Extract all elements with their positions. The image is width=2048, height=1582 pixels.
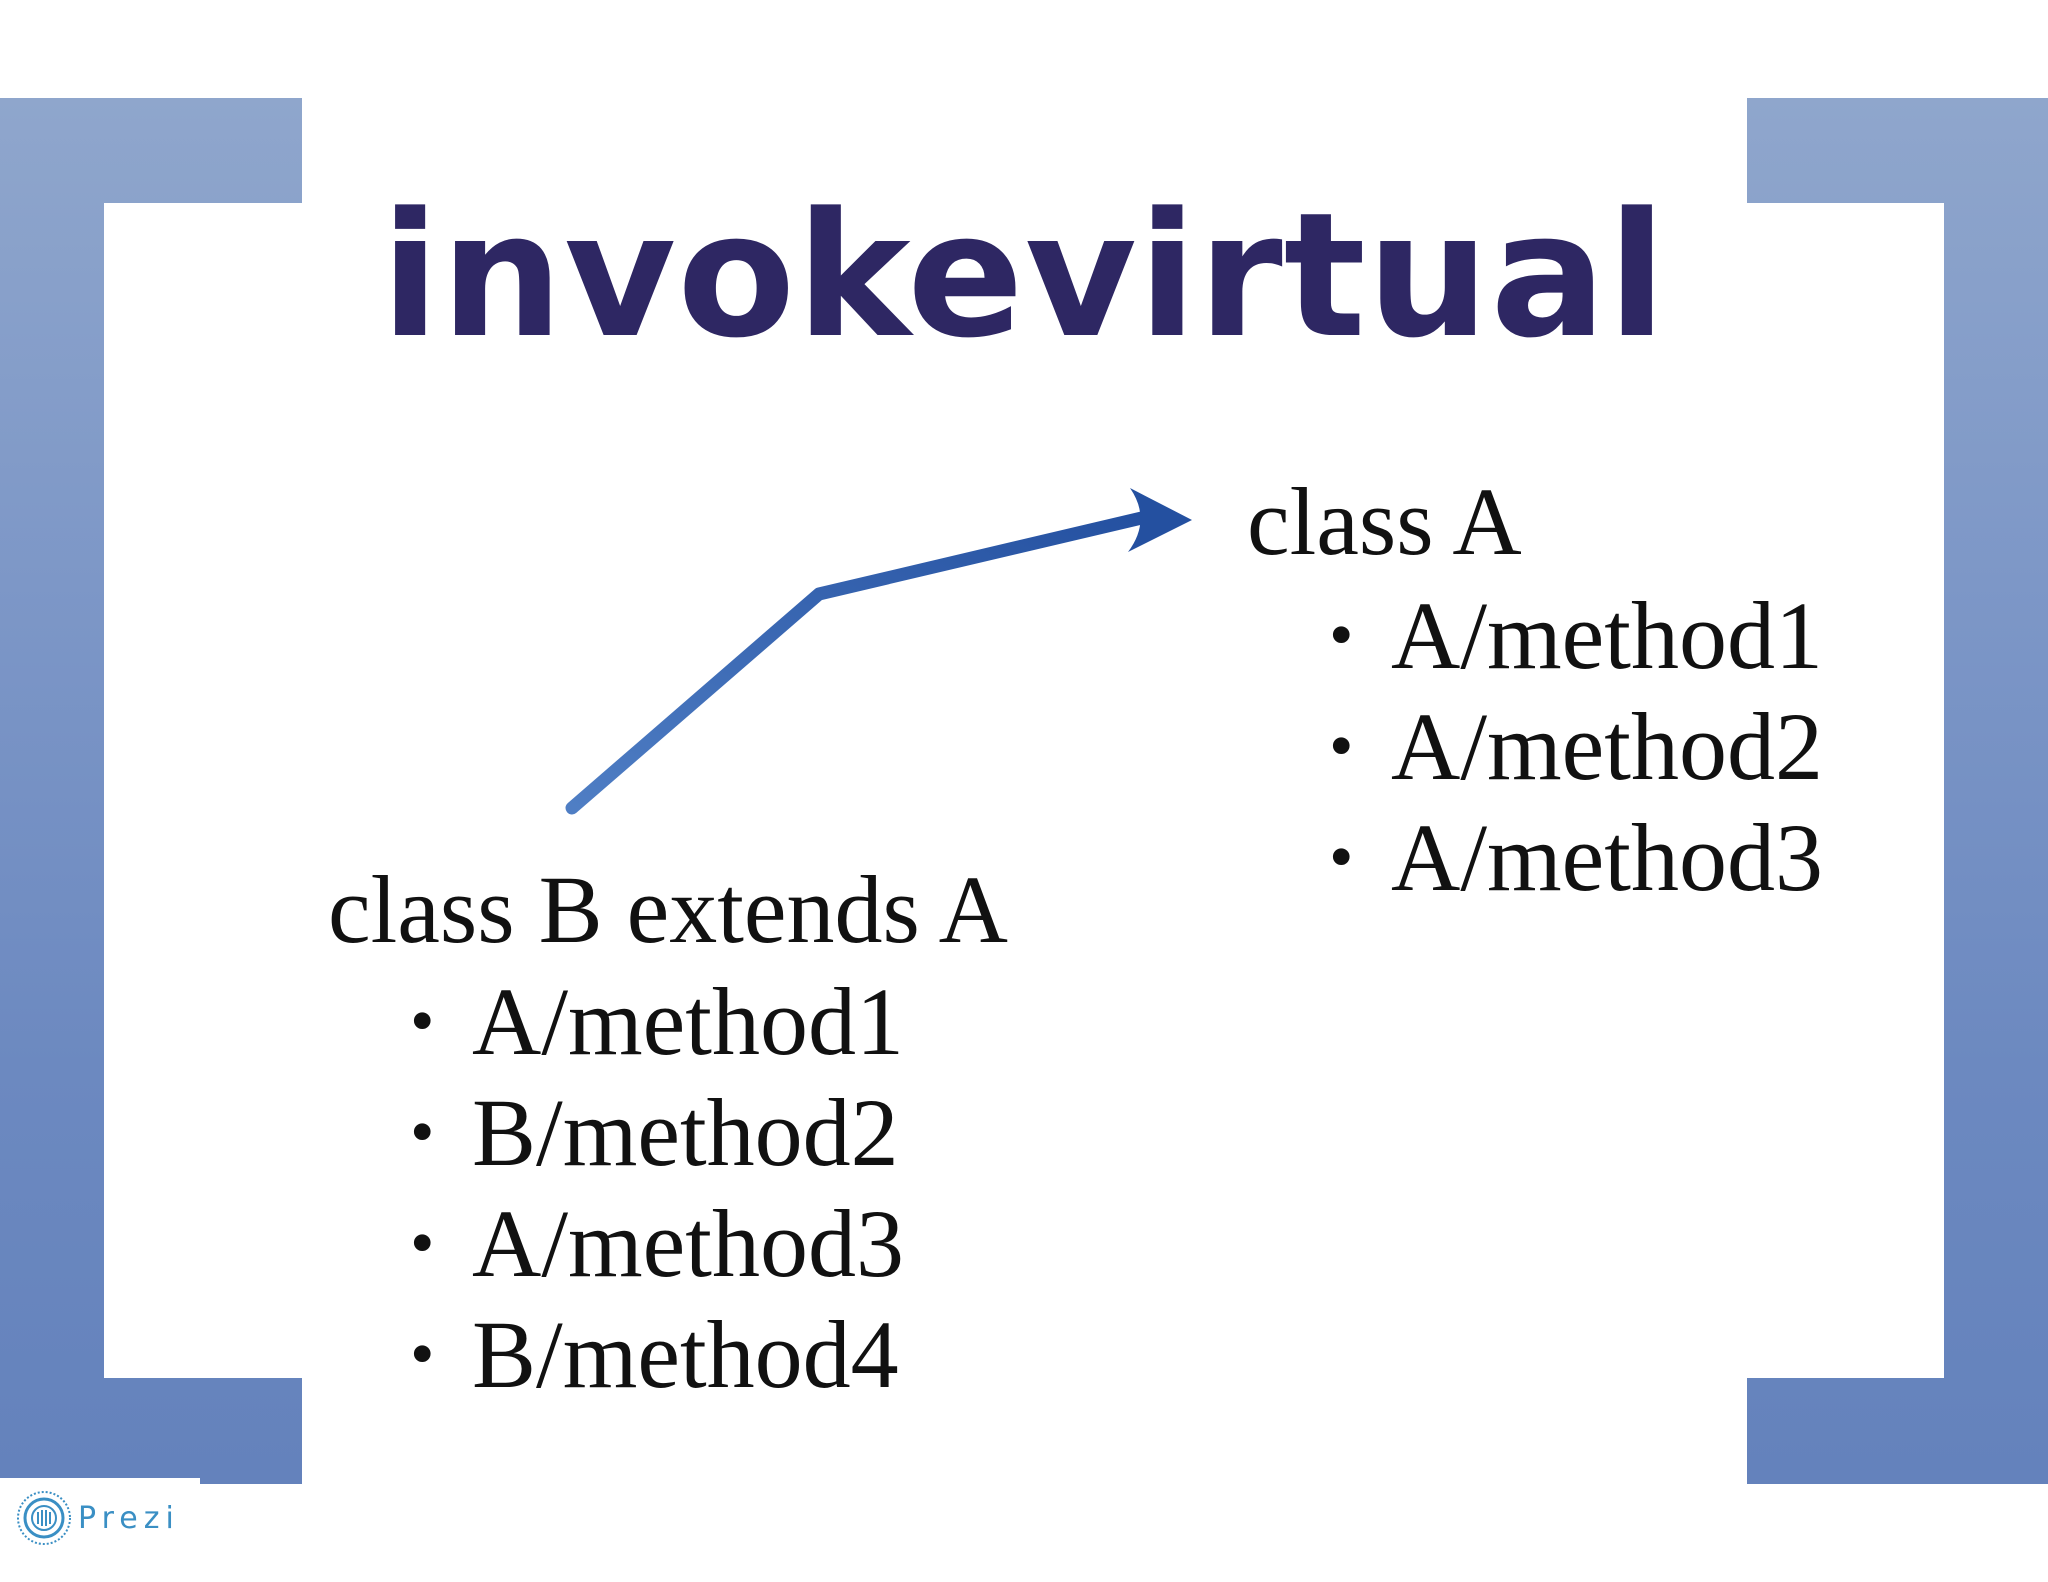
class-b-method-list: • A/method1 • B/method2 • A/method3 • B/… <box>410 966 904 1410</box>
class-a-method-list: • A/method1 • A/method2 • A/method3 <box>1329 580 1823 913</box>
class-a-heading: class A <box>1247 468 1522 575</box>
class-b-method-item: • A/method3 <box>410 1188 904 1299</box>
method-label: A/method1 <box>472 968 904 1075</box>
slide-title: invokevirtual <box>380 175 1668 376</box>
arrow-head <box>1128 488 1192 552</box>
class-b-method-item: • B/method2 <box>410 1077 904 1188</box>
bullet-glyph: • <box>410 1316 435 1393</box>
method-label: A/method3 <box>1391 804 1823 911</box>
method-label: B/method2 <box>472 1079 899 1186</box>
class-b-heading: class B extends A <box>328 856 1008 963</box>
arrow-shaft <box>565 509 1157 815</box>
bullet-glyph: • <box>410 1205 435 1282</box>
bullet-glyph: • <box>1329 597 1354 674</box>
bullet-glyph: • <box>410 983 435 1060</box>
method-label: A/method2 <box>1391 693 1823 800</box>
prezi-logo[interactable]: Prezi <box>0 1478 200 1558</box>
right-bracket-inner <box>1747 203 1944 1378</box>
left-bracket-inner <box>104 203 302 1378</box>
bullet-glyph: • <box>410 1094 435 1171</box>
class-b-method-item: • A/method1 <box>410 966 904 1077</box>
method-label: A/method3 <box>472 1190 904 1297</box>
prezi-logo-icon <box>17 1491 71 1545</box>
class-b-method-item: • B/method4 <box>410 1299 904 1410</box>
bullet-glyph: • <box>1329 819 1354 896</box>
class-a-method-item: • A/method2 <box>1329 691 1823 802</box>
prezi-wordmark: Prezi <box>78 1500 180 1536</box>
method-label: A/method1 <box>1391 582 1823 689</box>
bullet-glyph: • <box>1329 708 1354 785</box>
class-a-method-item: • A/method1 <box>1329 580 1823 691</box>
method-label: B/method4 <box>472 1301 899 1408</box>
class-a-method-item: • A/method3 <box>1329 802 1823 913</box>
